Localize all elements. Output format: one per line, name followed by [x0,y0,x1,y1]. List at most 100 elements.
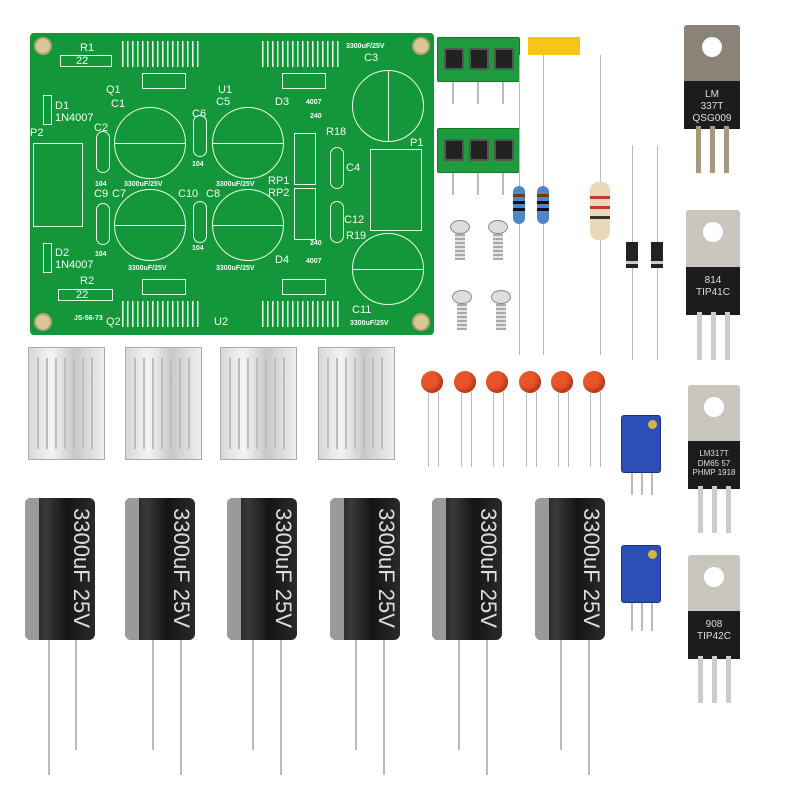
ceramic-footprint [330,147,344,189]
label-r2-value: 22 [76,289,89,301]
label-r18: R18 [326,126,347,138]
heatsink [318,347,395,460]
label-c9: C9 [94,188,109,200]
heatsink-footprint [122,41,202,67]
label-c8: C8 [206,188,221,200]
label-c4: C4 [346,162,361,174]
terminal-footprint-p2 [33,143,83,227]
label-c5: C5 [216,96,231,108]
terminal-block [437,37,520,82]
label-d2: D2 [55,247,70,259]
tape-label [528,37,580,55]
to220-footprint [282,279,326,295]
label-240: 240 [310,113,322,120]
cap-footprint [352,70,424,142]
label-104: 104 [192,245,204,252]
part-marking: 908 [705,619,723,631]
resistor [537,186,549,224]
label-r1: R1 [80,42,95,54]
heatsink-footprint [262,301,342,327]
part-marking: 337T [700,101,724,113]
label-r1-value: 22 [76,55,89,67]
screw [452,290,472,330]
cap-marking: 3300uF 25V [475,508,501,628]
diode-footprint [43,95,52,125]
ceramic-capacitor [454,371,476,393]
trimpot-footprint [294,133,316,185]
label-c11: C11 [352,304,372,316]
electrolytic-capacitor: 3300uF 25V [535,498,605,640]
diode [626,242,638,268]
ceramic-capacitor [551,371,573,393]
pin [502,173,504,195]
cap-footprint [114,189,186,261]
cap-footprint [114,107,186,179]
label-board-id: JS-56-73 [74,315,103,322]
part-marking: DM65 57 [697,458,731,468]
resistor-footprint [58,289,113,301]
label-104: 104 [95,181,107,188]
label-rp2: RP2 [268,187,290,199]
mounting-hole [34,37,52,55]
label-u1: U1 [218,84,233,96]
heatsink-footprint [262,41,342,67]
label-c12: C12 [344,214,365,226]
label-cap-rating: 3300uF/25V [346,43,385,50]
electrolytic-capacitor: 3300uF 25V [125,498,195,640]
cap-footprint [212,107,284,179]
label-c3: C3 [364,52,379,64]
ceramic-capacitor [583,371,605,393]
pin [502,82,504,104]
pcb-board: R1 22 R2 22 Q1 Q2 U1 U2 D1 1N4007 D2 1N4… [30,33,434,335]
electrolytic-capacitor: 3300uF 25V [330,498,400,640]
label-cap-rating: 3300uF/25V [128,265,167,272]
label-104: 104 [192,161,204,168]
trimpot-footprint [294,188,316,240]
diode-footprint [43,243,52,273]
to220-footprint [142,279,186,295]
terminal-block [437,128,520,173]
part-marking: TIP42C [697,631,731,643]
part-marking: TIP41C [696,287,730,298]
cap-marking: 3300uF 25V [373,508,399,628]
label-4007: 4007 [306,99,322,106]
label-c1: C1 [111,98,126,110]
pin [452,173,454,195]
electrolytic-capacitor: 3300uF 25V [432,498,502,640]
cap-marking: 3300uF 25V [270,508,296,628]
pin [477,173,479,195]
part-marking: PHMP 1918 [692,468,736,478]
ceramic-capacitor [421,371,443,393]
to220-footprint [142,73,186,89]
ceramic-footprint [96,131,110,173]
ceramic-capacitor [519,371,541,393]
power-resistor [590,182,610,240]
screw [450,220,470,260]
label-cap-rating: 3300uF/25V [124,181,163,188]
pin [477,82,479,104]
screw [491,290,511,330]
label-r19: R19 [346,230,367,242]
label-c6: C6 [192,108,207,120]
label-240: 240 [310,240,322,247]
electrolytic-capacitor: 3300uF 25V [227,498,297,640]
heatsink [28,347,105,460]
heatsink-footprint [122,301,202,327]
label-p2: P2 [30,127,44,139]
part-marking: 814 [704,275,722,286]
part-marking: QSG009 [692,113,732,125]
part-marking: LM [705,89,719,101]
label-d4: D4 [275,254,290,266]
label-d1-value: 1N4007 [55,112,94,124]
cap-marking: 3300uF 25V [168,508,194,628]
ceramic-capacitor [486,371,508,393]
label-u2: U2 [214,316,229,328]
label-104: 104 [95,251,107,258]
label-q1: Q1 [106,84,121,96]
label-cap-rating: 3300uF/25V [350,320,389,327]
diode [651,242,663,268]
trimpot [621,545,661,603]
